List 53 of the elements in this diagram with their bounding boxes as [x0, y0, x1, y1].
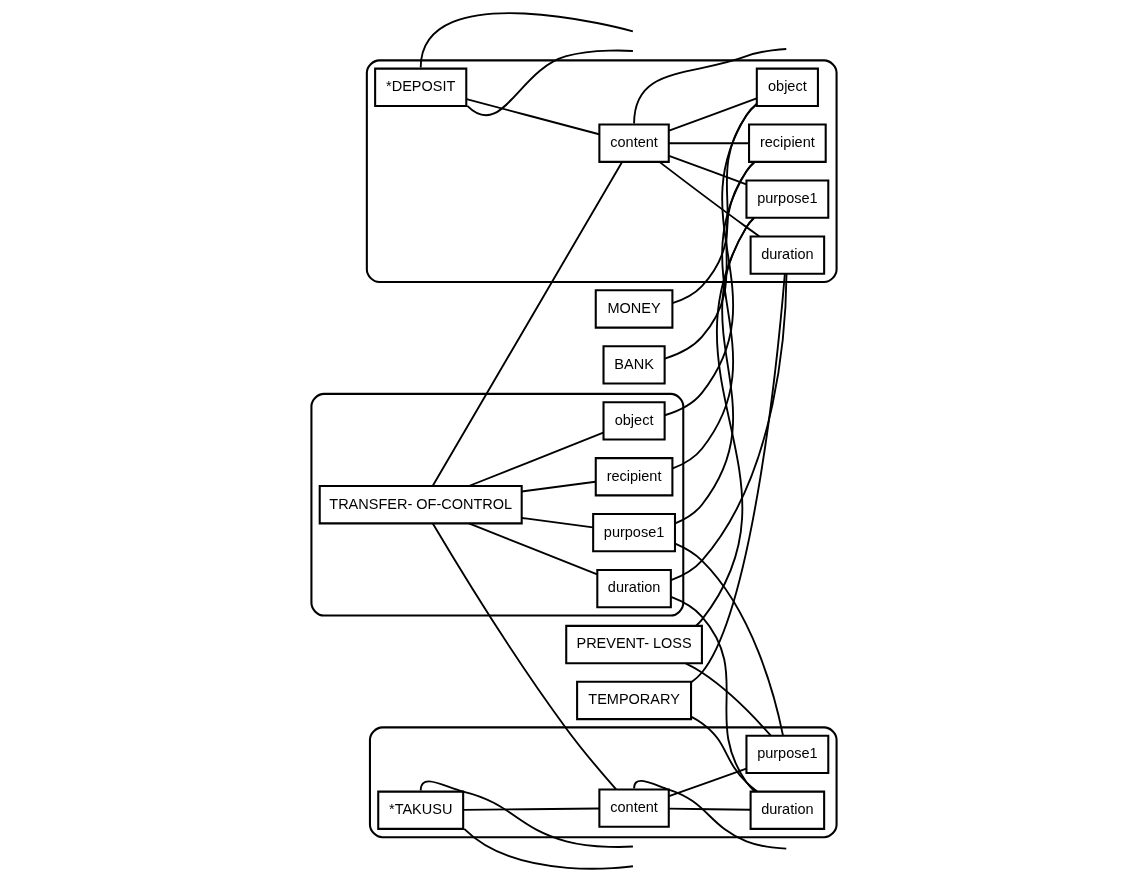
connector [431, 161, 623, 487]
node-box: recipient [594, 457, 674, 497]
connector [462, 807, 600, 811]
node-box: content [598, 123, 670, 163]
node-box: *TAKUSU [377, 790, 465, 830]
connector [419, 12, 634, 69]
node-box: recipient [748, 123, 827, 163]
connector [467, 522, 599, 576]
connector [674, 217, 755, 525]
connector [668, 807, 752, 811]
node-box: BANK [602, 345, 666, 385]
connector [463, 828, 634, 870]
connector [520, 517, 594, 529]
connector [633, 48, 788, 125]
connector [674, 542, 784, 737]
node-box: duration [749, 790, 826, 830]
connector [671, 161, 755, 470]
node-box: purpose1 [745, 734, 830, 774]
connector [465, 98, 600, 136]
connector [690, 272, 786, 684]
node-box: duration [596, 568, 672, 609]
connector [668, 154, 748, 186]
connector [684, 662, 772, 737]
node-box: MONEY [594, 289, 674, 329]
connector [431, 522, 618, 791]
node-box: content [598, 788, 670, 828]
connector [671, 103, 758, 305]
node-box: purpose1 [592, 513, 677, 553]
node-box: *DEPOSIT [374, 67, 468, 107]
node-box: TEMPORARY [576, 680, 693, 721]
connector [690, 715, 759, 793]
connector [668, 97, 758, 132]
connector [668, 767, 748, 798]
connector [520, 480, 597, 493]
connector [466, 49, 634, 117]
node-box: TRANSFER- OF-CONTROL [318, 485, 523, 525]
connector [664, 161, 756, 360]
cluster [310, 392, 685, 617]
connector [658, 161, 761, 238]
connector [670, 596, 756, 793]
node-box: PREVENT- LOSS [565, 624, 703, 665]
connector [633, 779, 788, 850]
node-box: duration [749, 235, 826, 275]
connector [670, 272, 788, 582]
connector [467, 431, 605, 487]
cluster [368, 726, 838, 839]
node-box: object [755, 67, 819, 107]
node-box: purpose1 [745, 179, 830, 219]
connector [663, 102, 758, 417]
connector [668, 142, 750, 145]
cluster [365, 59, 838, 284]
node-box: object [602, 401, 666, 441]
connector [419, 780, 634, 848]
